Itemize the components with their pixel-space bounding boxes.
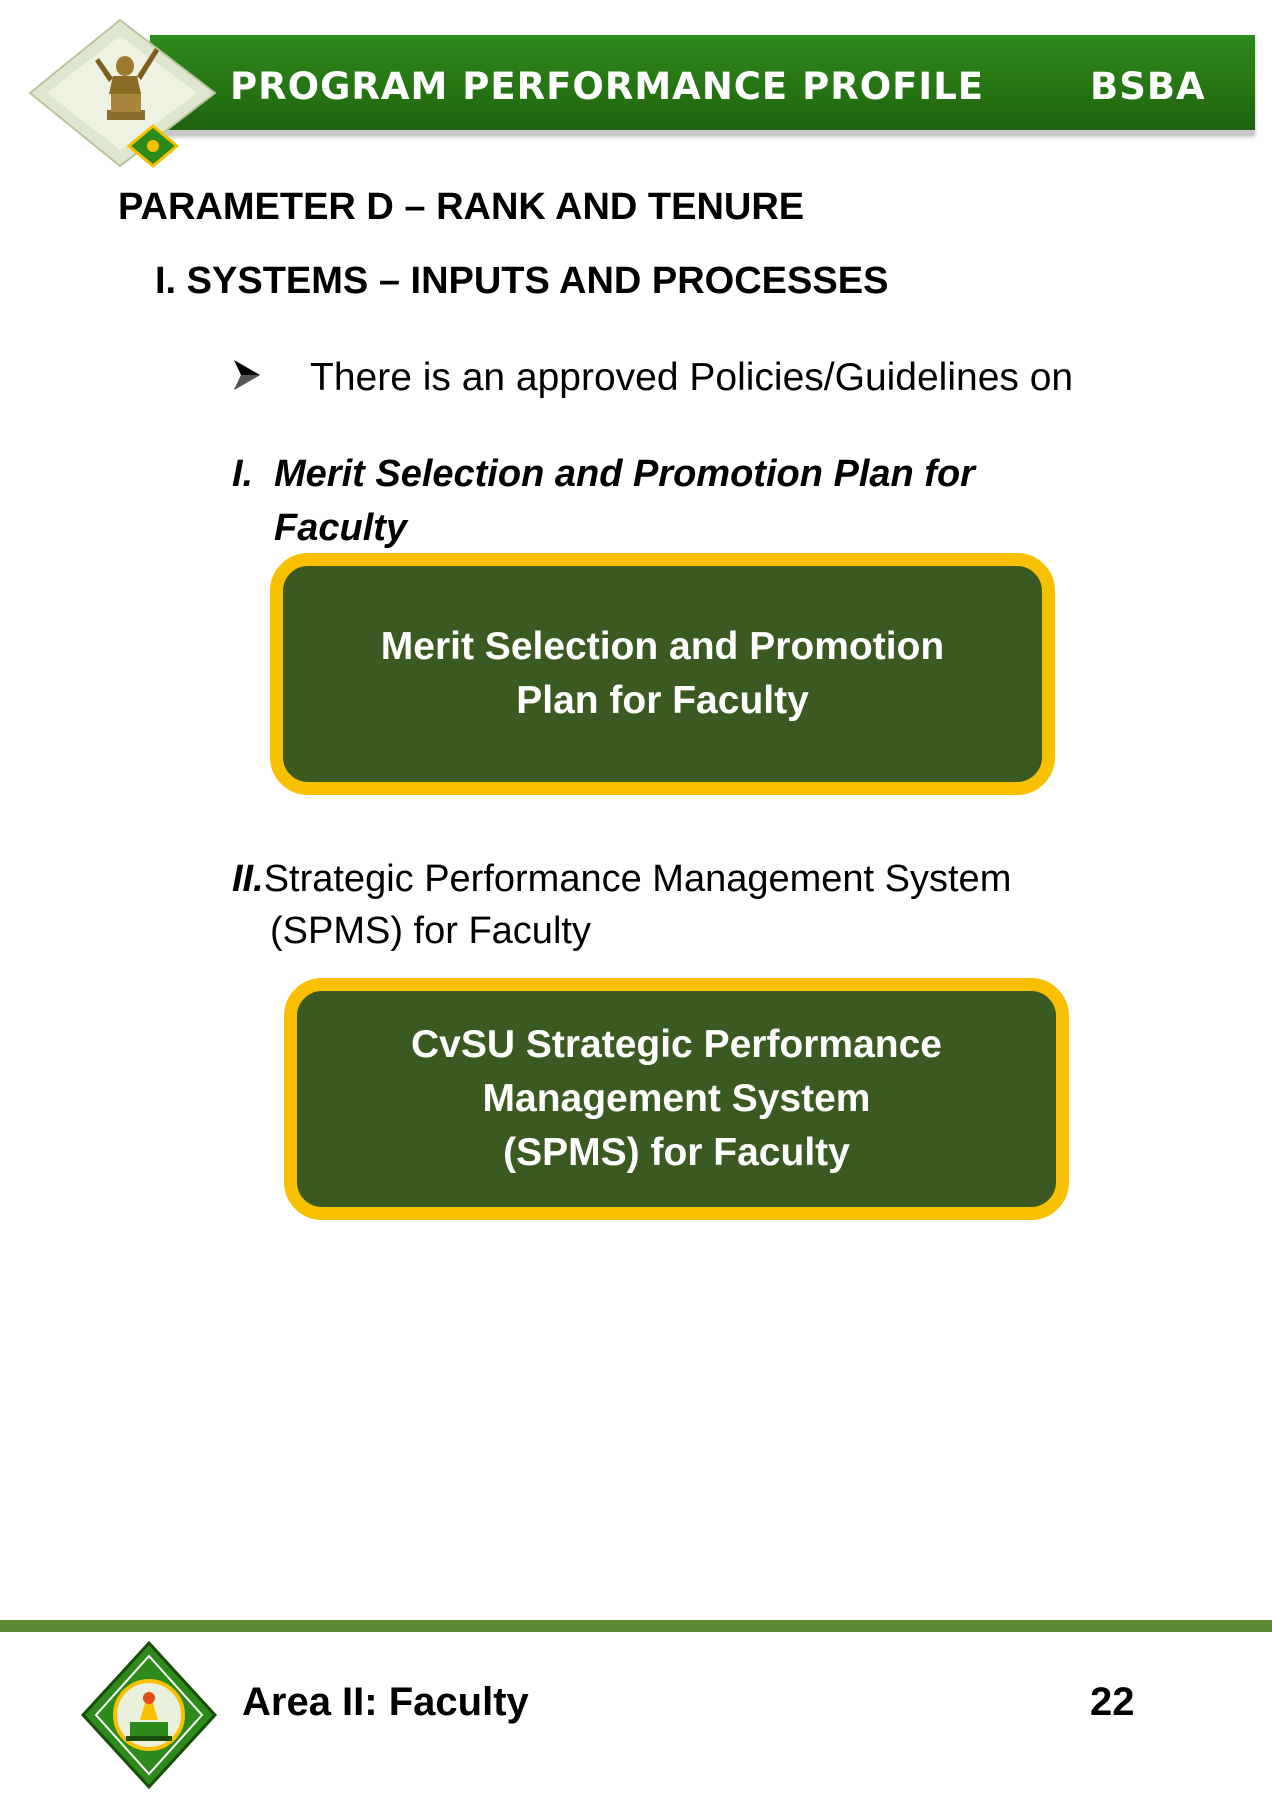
bullet-text: There is an approved Policies/Guidelines…: [310, 356, 1074, 399]
item-two-line2: (SPMS) for Faculty: [270, 910, 591, 952]
university-statue-emblem-icon: [28, 18, 217, 168]
university-seal-logo-icon: [80, 1640, 218, 1790]
box-one-line: Merit Selection and Promotion: [380, 625, 945, 668]
page-number: 22: [1090, 1680, 1135, 1724]
footer-area-label: Area II: Faculty: [242, 1680, 529, 1724]
box-two-line: CvSU Strategic Performance: [410, 1023, 943, 1066]
header-banner: [150, 35, 1255, 134]
spms-box: CvSU Strategic Performance Management Sy…: [284, 978, 1069, 1220]
footer-divider: [0, 1620, 1272, 1632]
item-two-heading: II.Strategic Performance Management Syst…: [232, 853, 1132, 957]
section-title: I. SYSTEMS – INPUTS AND PROCESSES: [155, 260, 889, 302]
merit-selection-box: Merit Selection and Promotion Plan for F…: [270, 553, 1055, 795]
arrow-bullet-icon: [234, 360, 260, 390]
parameter-title: PARAMETER D – RANK AND TENURE: [118, 186, 805, 228]
header-title: PROGRAM PERFORMANCE PROFILE: [230, 65, 985, 108]
box-one-line: Plan for Faculty: [516, 679, 809, 722]
item-one-number: I.: [232, 453, 254, 495]
program-code: BSBA: [1090, 65, 1206, 108]
item-one-line2: Faculty: [274, 507, 408, 549]
item-one-line1: Merit Selection and Promotion Plan for: [274, 453, 975, 495]
box-two-line: (SPMS) for Faculty: [503, 1131, 850, 1174]
item-one-heading: I. Merit Selection and Promotion Plan for…: [232, 447, 1112, 555]
box-two-line: Management System: [482, 1077, 871, 1120]
item-two-line1: Strategic Performance Management System: [263, 858, 1012, 900]
item-two-number: II.: [232, 858, 264, 900]
page-header: PROGRAM PERFORMANCE PROFILE BSBA: [0, 0, 1272, 168]
